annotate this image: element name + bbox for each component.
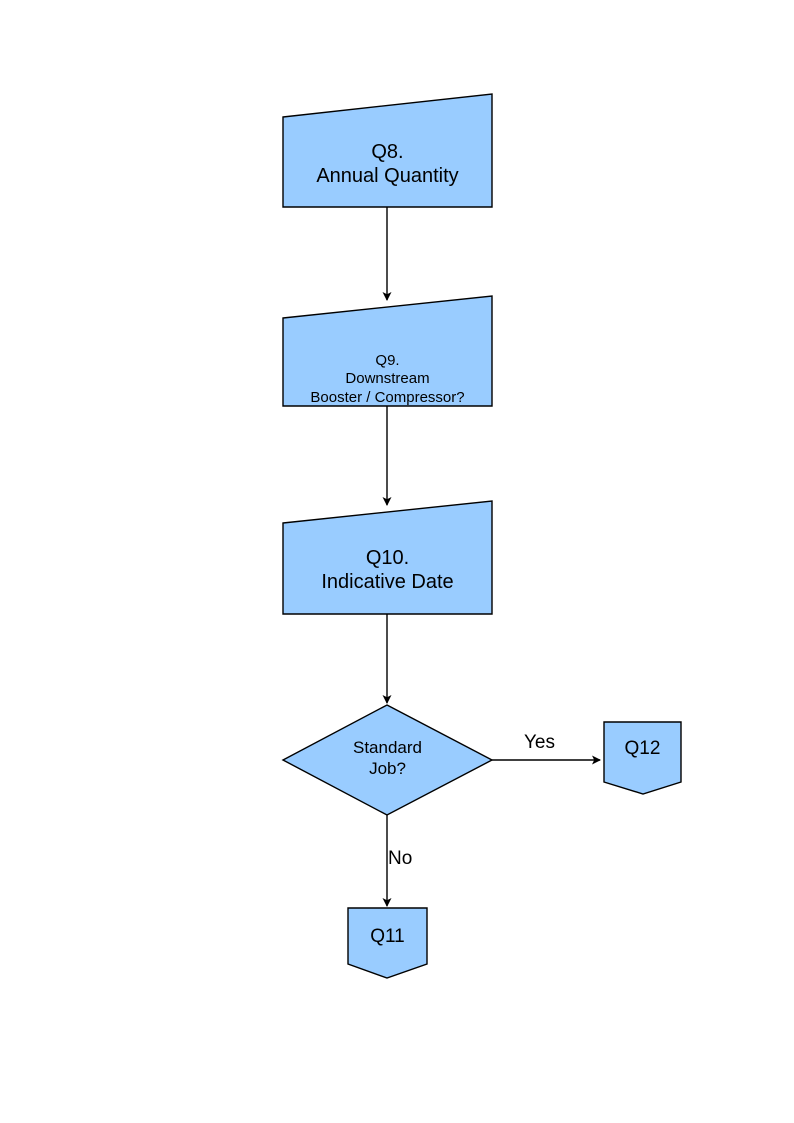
edge-label-yes: Yes [524,732,555,753]
node-shape-q12[interactable] [603,721,682,795]
connectors [382,207,601,907]
node-shape-q11[interactable] [347,907,428,979]
node-shape-q9[interactable] [282,295,493,407]
node-shape-q10[interactable] [282,500,493,615]
edge-label-no: No [388,848,413,869]
node-shape-q8[interactable] [282,93,493,208]
node-shape-decision[interactable] [281,704,494,816]
